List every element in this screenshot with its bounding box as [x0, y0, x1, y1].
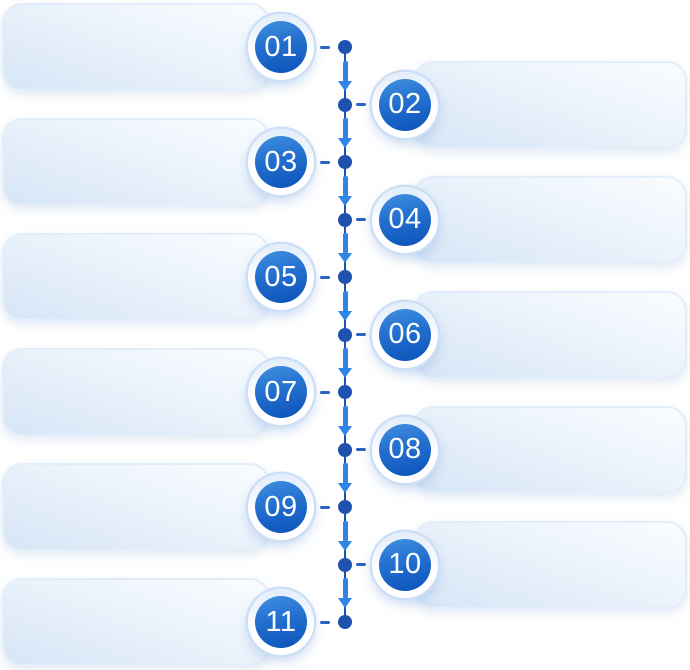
step-card: [413, 60, 687, 149]
connector-dash: [320, 160, 330, 164]
step-number: 07: [264, 375, 298, 408]
arrow-down-icon: [338, 290, 352, 321]
timeline-dot: [338, 97, 352, 112]
arrow-head: [338, 368, 352, 379]
step-number: 06: [388, 318, 422, 350]
arrow-down-icon: [338, 578, 352, 609]
step-number-badge: 06: [379, 308, 431, 361]
step-card: [413, 520, 687, 609]
arrow-shaft: [342, 405, 348, 427]
connector-dash: [356, 218, 366, 221]
step-number-badge: 11: [255, 596, 307, 648]
step-number: 03: [264, 145, 298, 178]
arrow-head: [338, 80, 352, 91]
arrow-shaft: [342, 290, 348, 312]
step-circle: 10: [372, 531, 438, 598]
step-number-badge: 02: [379, 78, 431, 131]
connector-dash: [320, 390, 330, 394]
arrow-shaft: [342, 233, 348, 255]
arrow-down-icon: [338, 348, 352, 379]
connector-dash: [356, 103, 366, 106]
arrow-down-icon: [338, 463, 352, 494]
arrow-down-icon: [338, 405, 352, 436]
arrow-down-icon: [338, 520, 352, 551]
step-circle: 01: [248, 14, 314, 80]
arrow-shaft: [342, 578, 348, 600]
arrow-head: [338, 540, 352, 551]
step-number: 10: [388, 548, 422, 580]
connector-dash: [320, 275, 330, 279]
arrow-shaft: [342, 520, 348, 542]
step-number-badge: 08: [379, 423, 431, 476]
step-number-badge: 01: [255, 21, 307, 73]
step-circle: 02: [372, 71, 438, 138]
arrow-shaft: [342, 348, 348, 370]
connector-dash: [320, 45, 330, 49]
step-card: [2, 463, 270, 551]
arrow-down-icon: [338, 233, 352, 264]
arrow-head: [338, 195, 352, 206]
connector-dash: [356, 333, 366, 336]
step-number: 01: [264, 30, 298, 63]
arrow-head: [338, 253, 352, 264]
timeline-dot: [338, 615, 352, 629]
step-circle: 11: [248, 589, 314, 655]
timeline-dot: [338, 442, 352, 457]
step-number-badge: 09: [255, 481, 307, 533]
step-number-badge: 05: [255, 251, 307, 303]
arrow-shaft: [342, 463, 348, 485]
timeline-dot: [338, 40, 352, 54]
step-number: 09: [264, 490, 298, 523]
step-number-badge: 07: [255, 366, 307, 418]
connector-dash: [320, 505, 330, 509]
step-number: 04: [388, 203, 422, 235]
step-card: [2, 118, 270, 206]
timeline-dot: [338, 270, 352, 284]
arrow-shaft: [342, 118, 348, 140]
arrow-head: [338, 138, 352, 149]
timeline-dot: [338, 385, 352, 399]
arrow-down-icon: [338, 118, 352, 149]
step-card: [413, 405, 687, 494]
step-card: [2, 578, 270, 666]
step-circle: 09: [248, 474, 314, 540]
timeline-dot: [338, 500, 352, 514]
timeline-dot: [338, 155, 352, 169]
step-number: 08: [388, 433, 422, 465]
step-number-badge: 10: [379, 538, 431, 591]
step-card: [2, 348, 270, 436]
step-circle: 06: [372, 301, 438, 368]
timeline-dot: [338, 212, 352, 227]
timeline-dot: [338, 327, 352, 342]
step-number: 11: [265, 605, 297, 638]
connector-dash: [356, 563, 366, 566]
step-number: 02: [388, 88, 422, 120]
step-number: 05: [264, 260, 298, 293]
arrow-head: [338, 483, 352, 494]
timeline-dot: [338, 557, 352, 572]
arrow-head: [338, 310, 352, 321]
step-circle: 03: [248, 129, 314, 195]
step-circle: 08: [372, 416, 438, 483]
arrow-shaft: [342, 175, 348, 197]
connector-dash: [356, 448, 366, 451]
arrow-down-icon: [338, 175, 352, 206]
step-number-badge: 03: [255, 136, 307, 188]
step-circle: 04: [372, 186, 438, 253]
arrow-shaft: [342, 60, 348, 82]
connector-dash: [320, 620, 330, 624]
arrow-down-icon: [338, 60, 352, 91]
step-card: [413, 175, 687, 264]
arrow-head: [338, 425, 352, 436]
step-circle: 05: [248, 244, 314, 310]
step-card: [2, 3, 270, 91]
arrow-head: [338, 598, 352, 609]
step-number-badge: 04: [379, 193, 431, 246]
step-card: [2, 233, 270, 321]
step-card: [413, 290, 687, 379]
step-circle: 07: [248, 359, 314, 425]
